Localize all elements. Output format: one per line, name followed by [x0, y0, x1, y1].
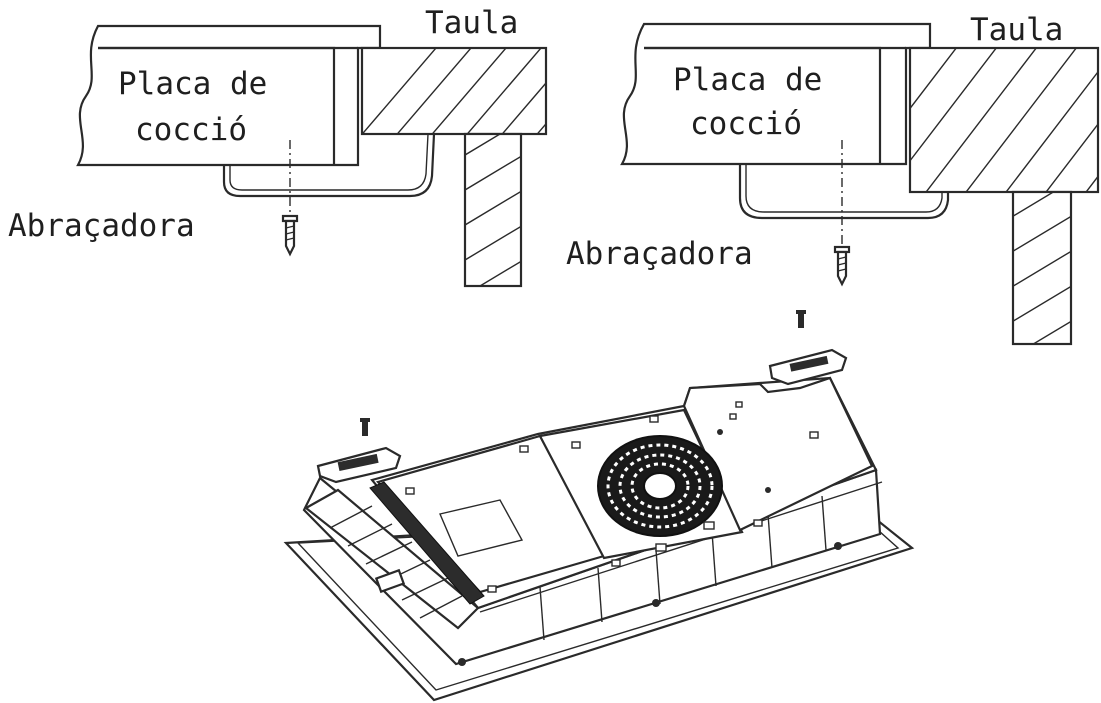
table-top	[360, 46, 548, 136]
screw-icon	[833, 245, 851, 287]
hob-label-line2: cocció	[135, 112, 247, 148]
table-leg	[1011, 190, 1073, 346]
screw-icon	[360, 418, 370, 436]
cooling-fan-icon	[597, 435, 723, 537]
table-top	[908, 46, 1100, 194]
hob-label-line2: cocció	[690, 106, 802, 142]
table-label: Taula	[425, 5, 518, 41]
hob-glass-plate	[76, 24, 382, 167]
clamp-label: Abraçadora	[8, 208, 195, 244]
clamp-label: Abraçadora	[566, 236, 753, 272]
hob-label-line1: Placa de	[673, 62, 822, 98]
hob-body	[98, 46, 336, 165]
screw-icon	[796, 310, 806, 328]
screw-icon	[281, 214, 299, 257]
clamp-left	[316, 446, 402, 484]
hob-label-line1: Placa de	[118, 66, 267, 102]
clamp-bracket	[222, 133, 436, 198]
vent-grille	[369, 481, 485, 605]
hob-glass-plate	[620, 22, 932, 166]
side-ribs	[479, 481, 883, 641]
table-leg	[463, 132, 523, 288]
vent-slats	[304, 488, 480, 630]
clamp-right	[768, 348, 848, 386]
panel-screws	[458, 429, 842, 666]
cross-section-right: Taula Placa de cocció Abraçadora	[566, 12, 1100, 346]
clamp-bracket	[738, 164, 950, 220]
cross-section-left: Taula Placa de cocció Abraçadora	[8, 5, 548, 288]
hob-underside-view	[283, 310, 915, 702]
hob-body	[644, 46, 882, 164]
table-label: Taula	[970, 12, 1063, 48]
